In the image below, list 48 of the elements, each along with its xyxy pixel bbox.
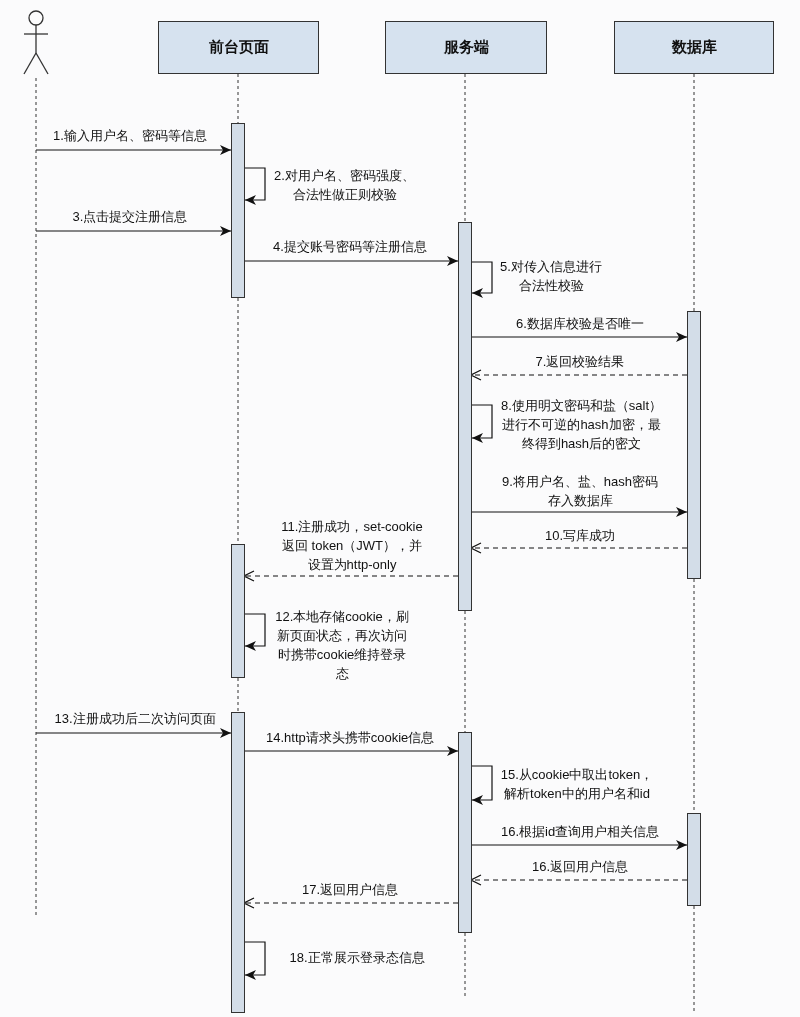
return-arrow [470,542,688,554]
return-arrow [470,369,688,381]
edge-label: 1.输入用户名、密码等信息 [51,126,209,145]
return-arrow [243,897,459,909]
edge-label: 16.根据id查询用户相关信息 [499,822,662,841]
activation-bar [458,222,472,611]
arrow [244,746,459,756]
edge-label: 7.返回校验结果 [533,352,627,371]
return-arrow [470,874,688,886]
edge-label: 17.返回用户信息 [300,880,401,899]
lifeline [464,73,466,223]
return-arrow [243,570,459,582]
loop-arrow [244,941,266,980]
activation-bar [231,123,245,298]
edge-label: 4.提交账号密码等注册信息 [271,237,429,256]
lifeline [237,73,239,124]
loop-arrow [471,765,493,805]
arrow [471,332,688,342]
participant-box: 数据库 [614,21,774,74]
lifeline [693,73,695,312]
edge-label: 14.http请求头携带cookie信息 [264,728,437,747]
lifeline [237,677,239,713]
loop-arrow [471,404,493,443]
loop-arrow [244,613,266,651]
participant-box: 前台页面 [158,21,319,74]
lifeline [464,932,466,997]
lifeline [693,905,695,1014]
edge-label: 3.点击提交注册信息 [70,207,190,226]
edge-label: 6.数据库校验是否唯一 [514,314,646,333]
arrow [471,507,688,517]
arrow [35,728,232,738]
loop-arrow [471,261,493,298]
activation-bar [231,712,245,1013]
participant-box: 服务端 [385,21,547,74]
activation-bar [687,311,701,579]
arrow [244,256,459,266]
activation-bar [458,732,472,933]
edge-label: 13.注册成功后二次访问页面 [52,709,218,728]
loop-arrow [244,167,266,205]
arrow [35,226,232,236]
edge-label: 5.对传入信息进行合法性校验 [497,257,605,295]
arrow [35,145,232,155]
arrow [471,840,688,850]
activation-bar [231,544,245,678]
activation-bar [687,813,701,906]
edge-label: 16.返回用户信息 [530,857,631,876]
lifeline [464,610,466,733]
lifeline [35,77,37,917]
